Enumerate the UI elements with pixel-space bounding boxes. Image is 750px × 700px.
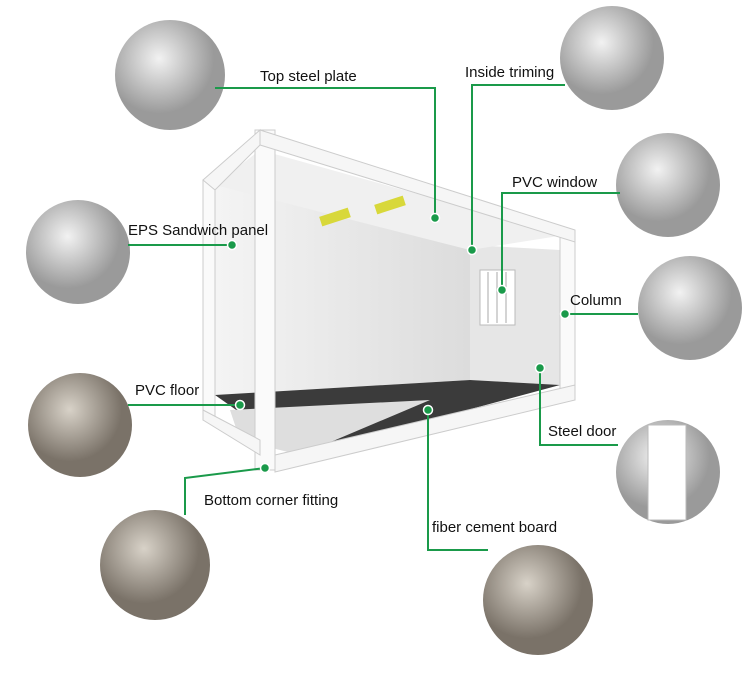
label-bottom-corner-fitting: Bottom corner fitting	[204, 492, 338, 509]
eps-sandwich-panel-photo	[26, 200, 130, 304]
pvc-floor-photo	[28, 373, 132, 477]
top-steel-plate-photo	[115, 20, 225, 130]
leader-lines	[128, 84, 638, 551]
door-icon	[647, 424, 687, 521]
bottom-corner-fitting-photo	[100, 510, 210, 620]
inside-triming-photo	[560, 6, 664, 110]
label-fiber-cement-board: fiber cement board	[432, 519, 557, 536]
label-pvc-window: PVC window	[512, 174, 597, 191]
container-house	[202, 128, 576, 473]
label-column: Column	[570, 292, 622, 309]
fiber-cement-board-photo	[483, 545, 593, 655]
label-top-steel-plate: Top steel plate	[260, 68, 357, 85]
label-eps-sandwich-panel: EPS Sandwich panel	[128, 222, 268, 239]
column-photo	[638, 256, 742, 360]
label-steel-door: Steel door	[548, 423, 616, 440]
label-pvc-floor: PVC floor	[135, 382, 199, 399]
pvc-window-photo	[616, 133, 720, 237]
label-inside-triming: Inside triming	[465, 64, 554, 81]
